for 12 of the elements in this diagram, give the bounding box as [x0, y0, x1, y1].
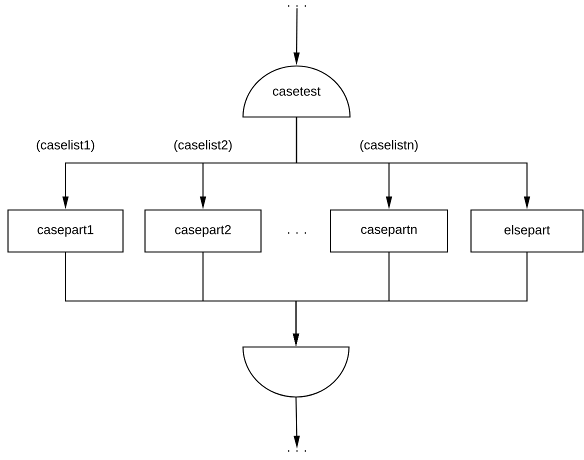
- edge-label: (caselistn): [360, 140, 418, 152]
- edge-label: (caselist2): [174, 140, 232, 152]
- edge-label: (caselist1): [36, 140, 94, 152]
- test-semicircle: casetest: [242, 65, 351, 118]
- join-semicircle: [242, 346, 350, 398]
- process-box: casepartn: [330, 209, 448, 253]
- process-box: casepart1: [7, 209, 124, 253]
- ellipsis: . . .: [288, 5, 306, 7]
- ellipsis: . . .: [288, 232, 306, 234]
- process-box: elsepart: [470, 209, 584, 253]
- ellipsis: . . .: [288, 450, 306, 452]
- process-box: casepart2: [144, 209, 262, 253]
